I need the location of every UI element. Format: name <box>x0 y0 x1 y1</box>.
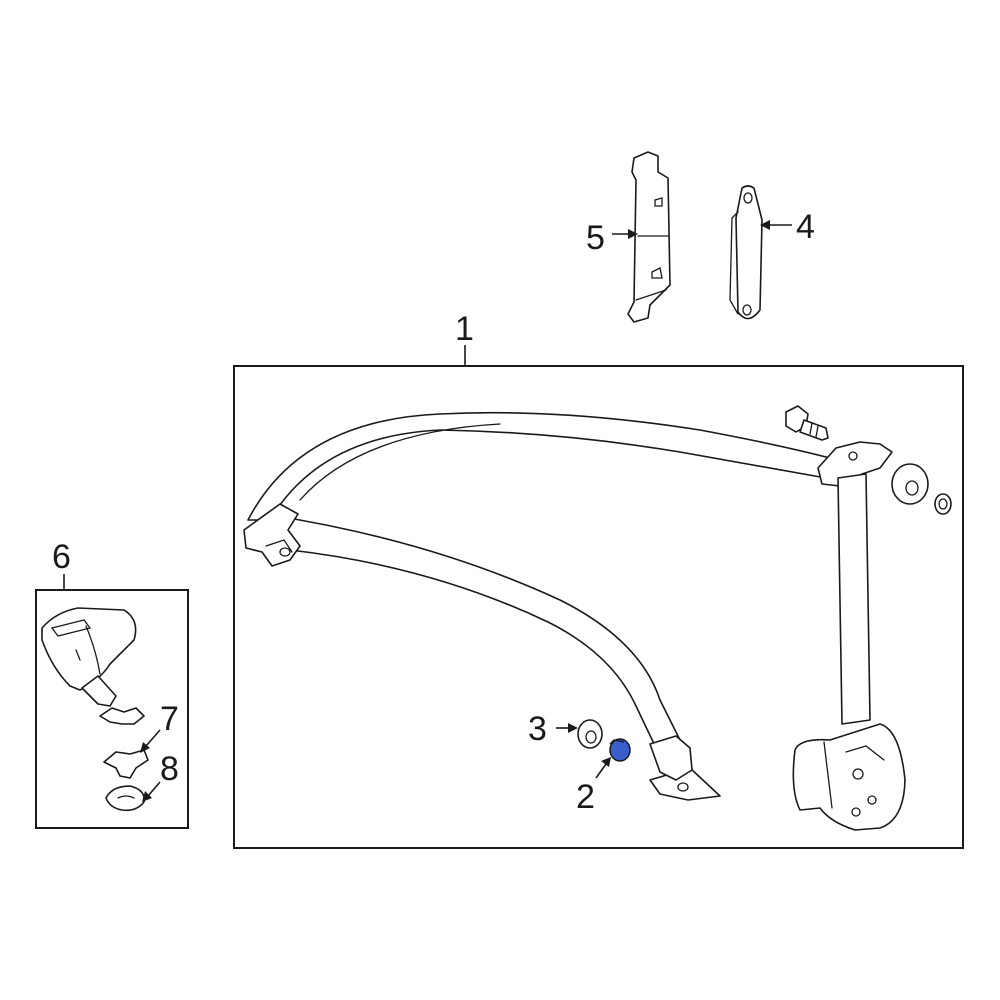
callout-5: 5 <box>586 219 605 257</box>
callout-1: 1 <box>455 310 474 348</box>
part-2-bolt-highlighted[interactable] <box>609 738 631 762</box>
leader-lines <box>63 220 792 802</box>
part-8-ring[interactable] <box>105 785 146 812</box>
callout-6: 6 <box>52 538 71 576</box>
part-4-cover-strip[interactable] <box>729 185 763 320</box>
part-3-nut[interactable] <box>577 719 603 749</box>
part-7-clip[interactable] <box>99 707 149 779</box>
part-5-pillar-trim[interactable] <box>627 151 671 323</box>
callout-3: 3 <box>528 710 547 748</box>
callout-4: 4 <box>796 208 815 246</box>
part-6-buckle[interactable] <box>41 607 137 707</box>
callout-7: 7 <box>160 700 179 738</box>
part-1-seat-belt-assembly[interactable] <box>243 405 952 831</box>
callout-8: 8 <box>160 750 179 788</box>
callout-2: 2 <box>576 778 595 816</box>
